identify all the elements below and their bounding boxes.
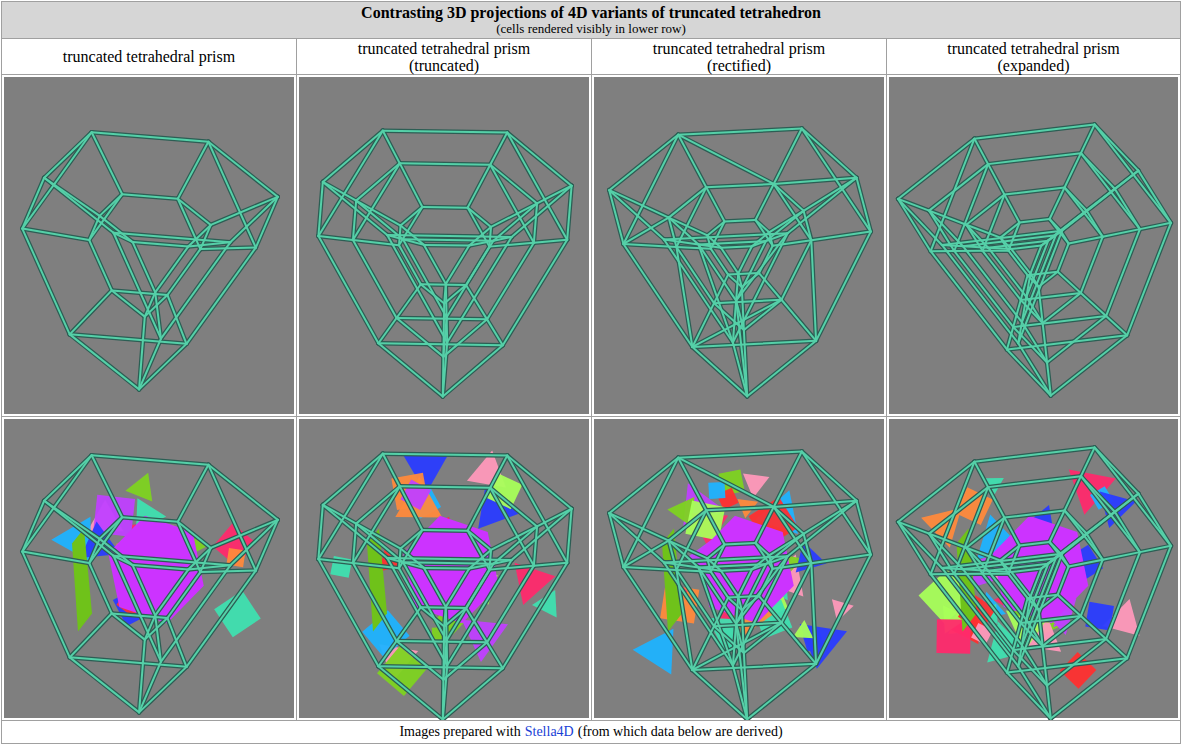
polytope-projection <box>887 75 1180 416</box>
header-cell: truncated tetrahedral prism <box>1 38 297 75</box>
title-cell: Contrasting 3D projections of 4D variant… <box>1 1 1181 39</box>
polytope-projection <box>297 75 591 416</box>
polytope-projection <box>887 417 1180 720</box>
link-text: Stella4D <box>525 724 574 740</box>
header-cell: truncated tetrahedral prism (rectified) <box>591 38 887 75</box>
polytope-projection <box>2 75 296 416</box>
image-cell <box>591 74 887 417</box>
table-title: Contrasting 3D projections of 4D variant… <box>361 4 821 21</box>
image-cell <box>296 74 592 417</box>
table-subtitle: (cells rendered visibly in lower row) <box>496 21 686 36</box>
footer-note: Images prepared with <box>399 724 520 740</box>
column-header: truncated tetrahedral prism (expanded) <box>926 40 1141 74</box>
footer-cell: Images prepared with Stella4D(from which … <box>1 720 1181 744</box>
polytope-projection <box>592 75 886 416</box>
image-cell <box>1 74 297 417</box>
image-cell <box>886 416 1181 721</box>
image-cell <box>886 74 1181 417</box>
column-header: truncated tetrahedral prism <box>63 48 235 65</box>
column-header: truncated tetrahedral prism (rectified) <box>632 40 847 74</box>
column-header: truncated tetrahedral prism (truncated) <box>337 40 552 74</box>
footer-note: (from which data below are derived) <box>578 724 783 740</box>
image-cell <box>296 416 592 721</box>
header-cell: truncated tetrahedral prism (expanded) <box>886 38 1181 75</box>
header-cell: truncated tetrahedral prism (truncated) <box>296 38 592 75</box>
image-cell <box>1 416 297 721</box>
polytope-projection <box>592 417 886 720</box>
polytope-projection <box>2 417 296 720</box>
image-cell <box>591 416 887 721</box>
polytope-projection <box>297 417 591 720</box>
